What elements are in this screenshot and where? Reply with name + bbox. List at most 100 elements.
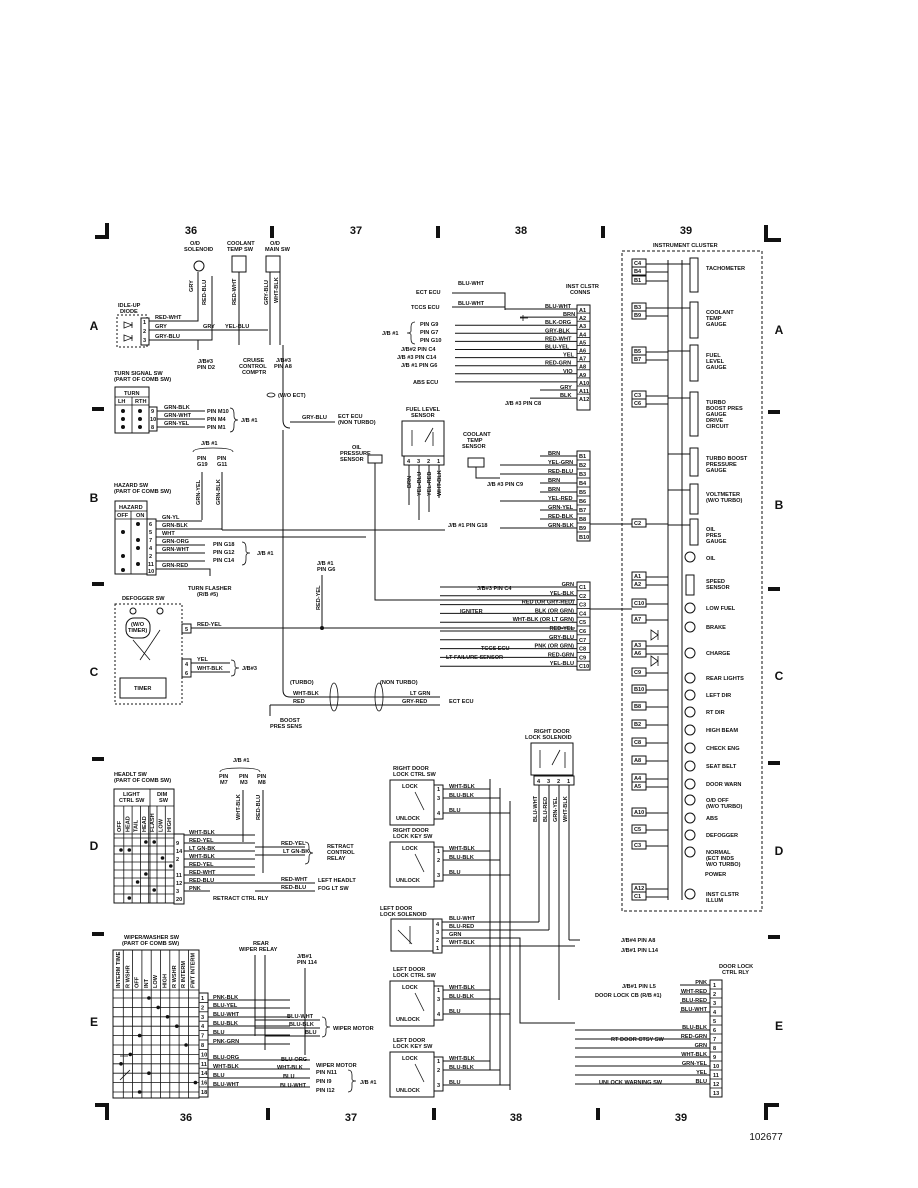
pin-label: 8 [713,1046,716,1052]
wire-label: YEL [197,657,208,663]
pin-label: 9 [713,1055,716,1061]
component-title: DEFOGGER SW [122,596,165,602]
wire [408,465,440,520]
wire [475,467,500,479]
component-title: DOOR LOCK [719,964,753,970]
idle-up-title: IDLE-UP [118,303,141,309]
diode-icon [650,629,659,641]
component-label: SENSOR [340,457,364,463]
component-title: LEFT DOOR [393,967,425,973]
pin-label: 3 [547,779,550,785]
pin-label: A6 [634,651,641,657]
component-label: SENSOR [706,585,730,591]
pin-label: 20 [176,897,182,903]
connector-ref: J/B #1 [360,1080,376,1086]
wire-label: BLU [449,1009,461,1015]
pin-label: A8 [634,758,641,764]
gauge-icon [689,257,699,293]
pin-label: 11 [713,1073,719,1079]
wire-label: BLK-ORG [545,320,571,326]
wire-label: RED-WHT [545,336,572,342]
source-label: ECT ECU [416,290,441,296]
lamp-label: INST CLSTR [706,892,739,898]
pin-label: 10 [201,1052,207,1058]
wire-label: RED-YEL [197,622,222,628]
pin-label: A5 [634,784,641,790]
pin-label: 12 [713,1082,719,1088]
gauge-icon [689,447,699,477]
wire-label: RED-YEL [549,626,574,632]
row-label: B [775,498,784,512]
connector [181,658,192,678]
pin-label: 7 [149,538,152,544]
connector-ref: M7 [220,780,228,786]
connector-ref: J/B #1 [241,418,257,424]
gauge-label: GAUGE [706,468,727,474]
pin-label: 14 [201,1071,208,1077]
idle-up-section: IDLE-UP DIODE 1 2 3 RED-WHT GRY GRY-BLU … [116,241,376,429]
row-label: C [775,669,784,683]
component-title: (PART OF COMB SW) [114,778,171,784]
table-header: TURN [124,391,140,397]
pin-label: A12 [634,886,644,892]
source-label: J/B #3 PIN C14 [397,355,437,361]
lamp-icon [684,551,696,563]
pin-label: 10 [713,1064,719,1070]
column-label: 36 [185,225,197,237]
pin-label: A11 [579,389,589,395]
pin-label: A9 [579,373,586,379]
connector-ref: M8 [258,780,266,786]
lamp-icon [684,888,696,900]
pin-label: 4 [436,922,440,928]
lamp-icon [684,672,696,684]
pin-label: 6 [713,1028,716,1034]
fuel-level-sensor: FUEL LEVEL SENSOR 4 3 2 1 BRN YEL-BLU YE… [401,407,500,520]
lamp-label: W/O TURBO) [706,862,741,868]
wire [374,463,575,601]
lamp-icon [684,647,696,659]
wire-label: GRN [449,932,461,938]
timer-option [125,617,151,639]
component-label: PRES SENS [270,724,302,730]
component-title: (PART OF COMB SW) [114,377,171,383]
wire-label: BRN [563,312,575,318]
wire-label: GRN-YEL [548,505,574,511]
connector [433,1056,444,1092]
connector-ref: G11 [217,462,227,468]
pin-label: C3 [579,603,586,609]
door-lock-relay: DOOR LOCK CTRL RLY 12345678910111213PNKW… [575,964,753,1098]
connector [533,775,575,786]
pin-label: 5 [185,627,188,633]
pin-label: 3 [437,1083,440,1089]
power-label: POWER [705,872,726,878]
corner-mark [764,225,781,242]
wire-label: PNK-BLK [213,995,238,1001]
lamp-label: ABS [706,816,718,822]
wire-label: BLU-BLK [449,855,474,861]
pin-label: C4 [579,611,587,617]
destination-label: ECT ECU [449,699,474,705]
component-label: BOOST [280,718,300,724]
solenoid-internal [539,749,566,768]
gauge-label: TURBO BOOST [706,456,748,462]
wire-label: WHT-BLK [681,1052,707,1058]
source-label: TCCS ECU [411,305,440,311]
pin-label: B9 [634,313,641,319]
pin-label: B2 [579,463,586,469]
speed-sensor-icon [685,574,695,596]
pin-label: C6 [579,629,586,635]
wire [442,921,575,1024]
pin-label: 4 [201,1024,205,1030]
wire-label: BLK [560,393,572,399]
wire-label: GRN-YEL [164,421,190,427]
wire-label: BLU-YEL [545,345,570,351]
pin-box [631,648,647,658]
component-label: TURN FLASHER [188,586,232,592]
wire-label: RED-YEL [189,862,214,868]
wire-label: WHT-BLK [189,854,215,860]
wire-label: BLU-WHT [533,795,539,822]
wire-label: BLU-WHT [213,1082,240,1088]
destination-label: (NON TURBO) [338,420,376,426]
wire-label: PNK-GRN [213,1039,239,1045]
table-header: CTRL SW [119,798,145,804]
